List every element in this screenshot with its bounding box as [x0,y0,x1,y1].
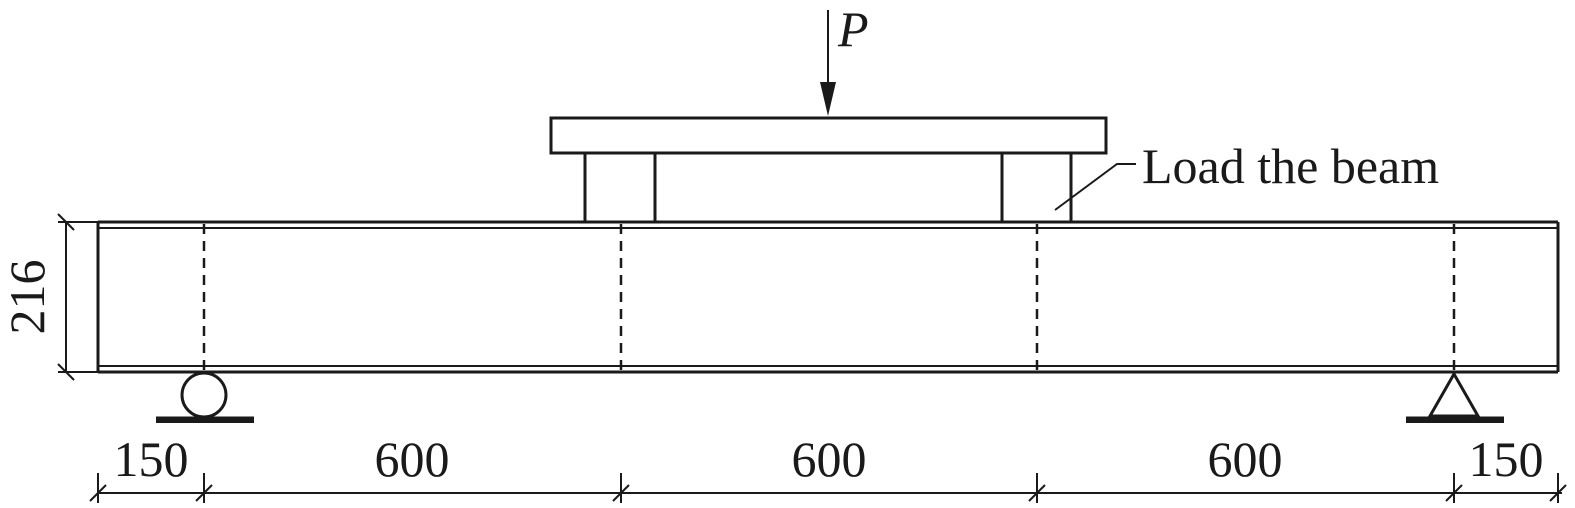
height-label: 216 [0,260,55,335]
annotation-label: Load the beam [1142,138,1439,194]
pin-support [1406,370,1504,423]
spreader-plate [549,116,1108,155]
span-label: 600 [375,431,450,487]
annotation-leader [1054,163,1136,211]
load-symbol: P [837,1,869,57]
section-lines [202,224,1456,372]
span-label: 150 [1469,431,1544,487]
loading-posts [583,153,1073,222]
span-label: 600 [1208,431,1283,487]
height-dimension [57,213,98,381]
span-label: 600 [792,431,867,487]
load-arrow [820,10,836,116]
roller-support [156,371,254,423]
span-dimension-line [89,473,1567,503]
beam-body [96,220,1560,374]
span-label: 150 [114,431,189,487]
